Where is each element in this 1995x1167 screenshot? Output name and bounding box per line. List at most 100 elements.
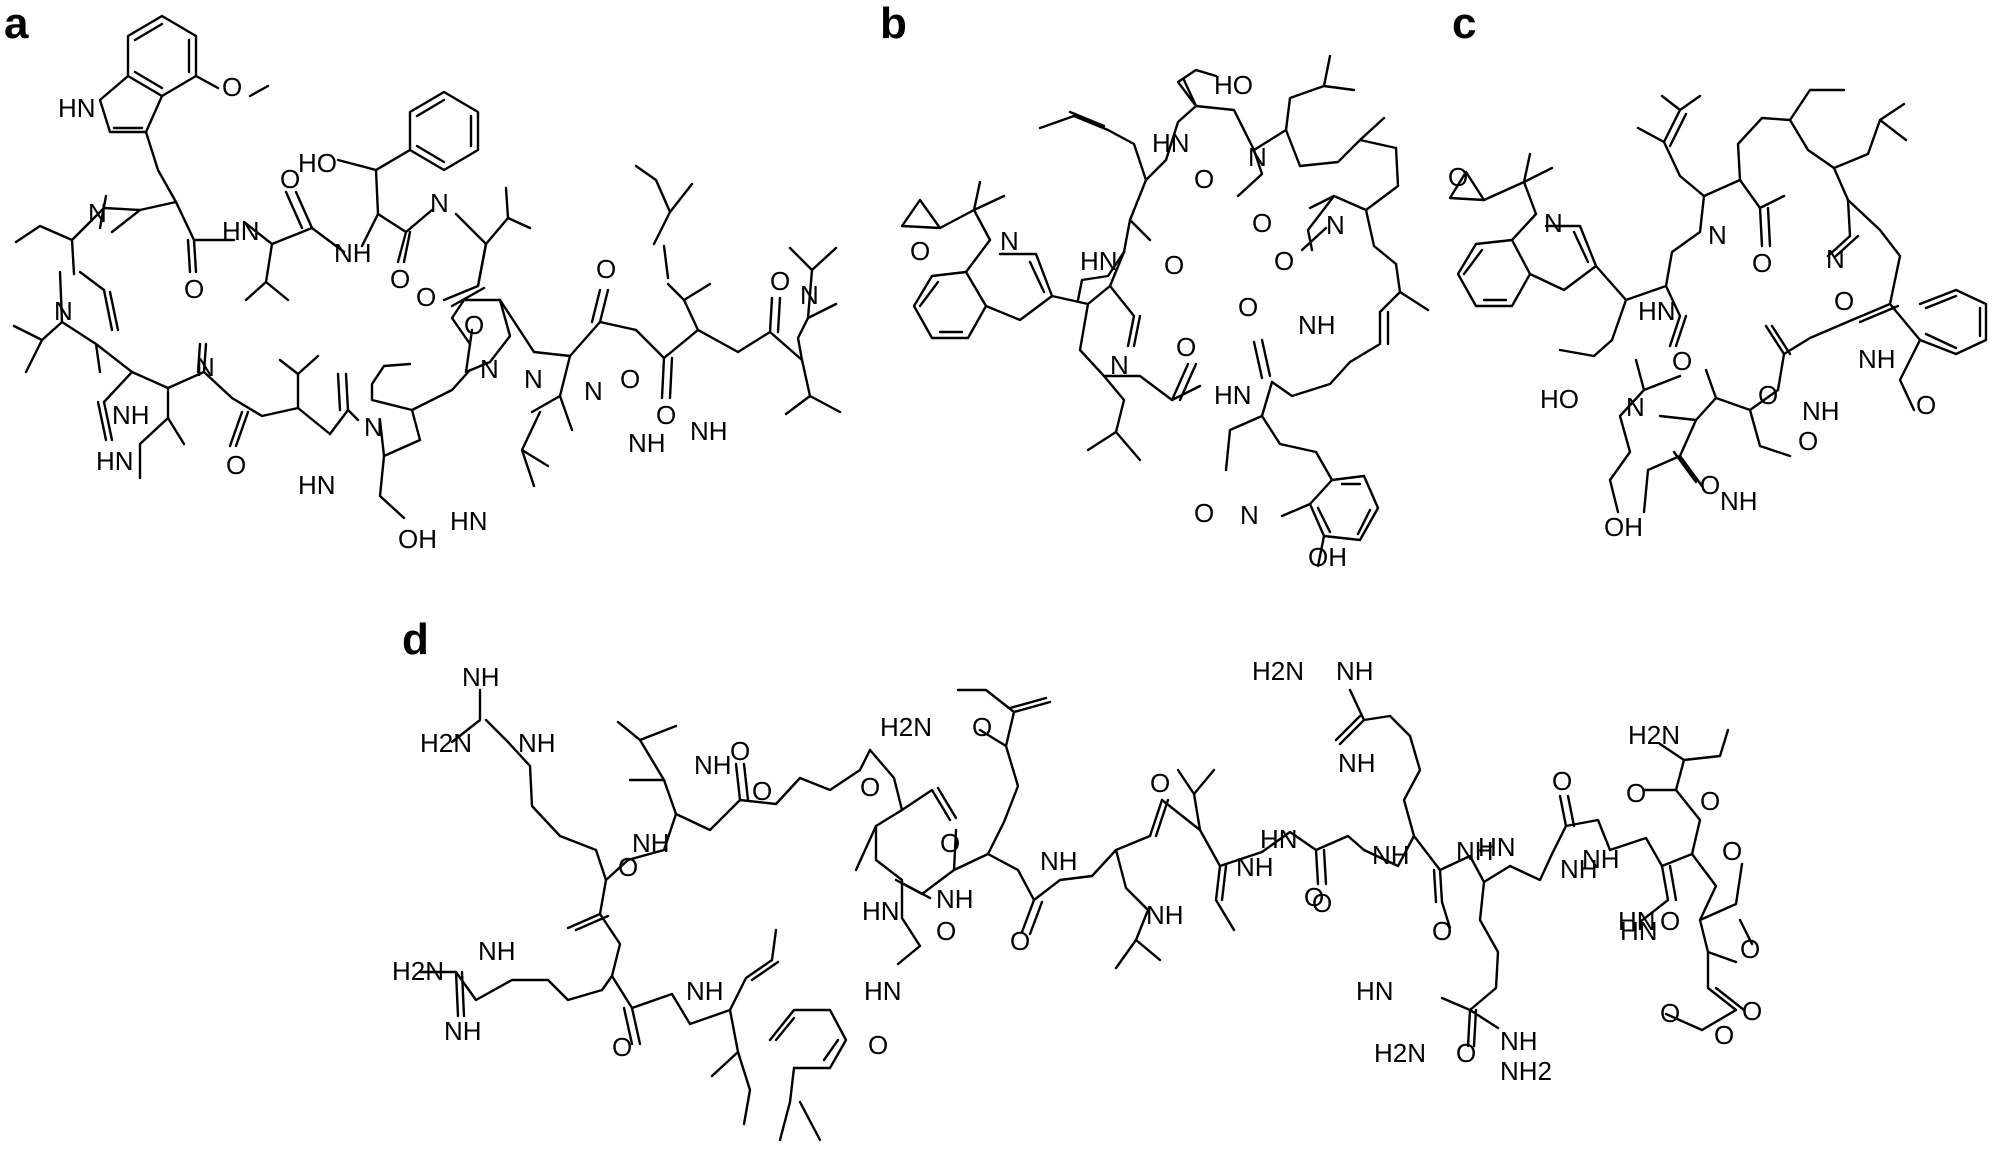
atom-label-d-o20: O <box>1740 934 1760 964</box>
structure-d-bonds <box>418 688 1754 1142</box>
atom-label-d-hn4: HN <box>1478 832 1516 862</box>
atom-label-a-nh11: NH <box>628 428 666 458</box>
panel-letter-b: b <box>880 0 907 48</box>
atom-label-b-o6: O <box>1176 332 1196 362</box>
atom-label-d-o11: O <box>868 1030 888 1060</box>
atom-label-d-hn5: HN <box>1620 916 1658 946</box>
atom-label-a-nh2: NH <box>334 238 372 268</box>
atom-label-a-o1: O <box>184 274 204 304</box>
atom-label-d-nh9: NH <box>1582 844 1620 874</box>
atom-label-b-n-indole: N <box>1000 226 1019 256</box>
atom-label-c-hn1: HN <box>1638 296 1676 326</box>
atom-label-a-o2: O <box>280 164 300 194</box>
atom-label-a-o6: O <box>416 282 436 312</box>
structure-c-bonds <box>1448 88 1988 514</box>
atom-label-c-o1: O <box>1752 248 1772 278</box>
atom-label-b-o5: O <box>1238 292 1258 322</box>
atom-label-d-o13: O <box>1432 916 1452 946</box>
atom-label-a-nh13: NH <box>690 416 728 446</box>
atom-label-a-o10: O <box>770 266 790 296</box>
structure-b-bonds <box>900 54 1430 568</box>
atom-label-a-n-methyl1: N <box>88 198 107 228</box>
atom-label-d-nh5: NH <box>1146 900 1184 930</box>
atom-label-a-o4: O <box>226 450 246 480</box>
atom-label-c-o6: O <box>1758 380 1778 410</box>
atom-label-b-hn2: HN <box>1152 128 1190 158</box>
atom-label-c-o-methoxy: O <box>1916 390 1936 420</box>
atom-label-c-nh3: NH <box>1802 396 1840 426</box>
atom-label-d-hn-arg3: HN <box>1356 976 1394 1006</box>
atom-label-d-o17: O <box>1722 836 1742 866</box>
atom-label-d-o16: O <box>1660 906 1680 936</box>
atom-label-d-h2n-arg2: H2N <box>1252 656 1304 686</box>
atom-label-d-nh-arg3: NH <box>1500 1026 1538 1056</box>
atom-label-d-nh8: NH <box>1372 840 1410 870</box>
atom-label-a-n5: N <box>196 352 215 382</box>
atom-label-b-o1: O <box>1164 250 1184 280</box>
atom-label-a-ho: HO <box>298 148 337 178</box>
atom-label-b-nh: NH <box>1298 310 1336 340</box>
atom-label-d-o3: O <box>860 772 880 802</box>
atom-label-d-nh3: NH <box>936 884 974 914</box>
atom-label-a-n10: N <box>524 364 543 394</box>
atom-label-c-ho: HO <box>1540 384 1579 414</box>
atom-label-b-n4: N <box>1240 500 1259 530</box>
structure-a-atom-labels: HN O N N HN O NH HO O N O NH N HN O HN O… <box>54 72 819 554</box>
structure-a-bonds <box>12 14 842 520</box>
atom-label-b-o3: O <box>1194 164 1214 194</box>
panel-d: d <box>392 615 1762 1142</box>
atom-label-d-h2n-top: H2N <box>420 728 472 758</box>
atom-label-a-hn9: HN <box>450 506 488 536</box>
atom-label-a-hn6: HN <box>298 470 336 500</box>
structure-c-atom-labels: O N N O HN O N O HO N O NH NH O O NH O O… <box>1448 162 1936 542</box>
atom-label-b-hn1: HN <box>1080 246 1118 276</box>
atom-label-d-hn2: HN <box>1260 824 1298 854</box>
atom-label-a-n7: N <box>480 354 499 384</box>
atom-label-a-n12: N <box>584 376 603 406</box>
atom-label-d-o-gln: O <box>972 712 992 742</box>
atom-label-d-nh10: NH <box>1456 836 1494 866</box>
atom-label-a-o8: O <box>596 254 616 284</box>
atom-label-a-n-methyl2: N <box>54 296 73 326</box>
atom-label-c-nh1: NH <box>1720 486 1758 516</box>
atom-label-a-n8: N <box>364 412 383 442</box>
atom-label-c-n1: N <box>1708 220 1727 250</box>
atom-label-c-o5: O <box>1798 426 1818 456</box>
atom-label-a-nh4: NH <box>112 400 150 430</box>
atom-label-a-hn-indole: HN <box>58 93 96 123</box>
atom-label-a-n14: N <box>800 280 819 310</box>
atom-label-d-o6: O <box>1010 926 1030 956</box>
panel-letter-a: a <box>4 0 29 48</box>
structure-b-atom-labels: N O HN O HO N O HN N O O NH O N HN O O N… <box>910 70 1347 572</box>
atom-label-b-o4: O <box>1274 246 1294 276</box>
atom-label-d-o-asn: O <box>1700 786 1720 816</box>
atom-label-d-o19: O <box>1714 1020 1734 1050</box>
atom-label-d-nh2-arg3: NH2 <box>1500 1056 1552 1086</box>
atom-label-d-hn1: HN <box>862 896 900 926</box>
atom-label-a-n3: N <box>430 188 449 218</box>
panel-a: a <box>4 0 842 554</box>
structure-d-atom-labels: NH H2N NH O NH H2N O NH O O O HN O O NH … <box>392 656 1762 1086</box>
atom-label-b-hn3: HN <box>1214 380 1252 410</box>
panel-letter-c: c <box>1452 0 1476 48</box>
atom-label-d-o12: O <box>1312 888 1332 918</box>
atom-label-c-n-indole: N <box>1544 208 1563 238</box>
atom-label-c-n2: N <box>1826 244 1845 274</box>
atom-label-b-o7: O <box>1194 498 1214 528</box>
atom-label-d-nh4: NH <box>1040 846 1078 876</box>
atom-label-a-nh1: HN <box>222 216 260 246</box>
atom-label-d-nh6: NH <box>686 976 724 1006</box>
atom-label-b-n2: N <box>1326 210 1345 240</box>
atom-label-b-oh: OH <box>1308 542 1347 572</box>
panel-b: b <box>880 0 1430 572</box>
atom-label-b-n1: N <box>1248 142 1267 172</box>
atom-label-d-hn3: HN <box>864 976 902 1006</box>
atom-label-b-o-epoxide: O <box>910 236 930 266</box>
atom-label-d-o21: O <box>1660 998 1680 1028</box>
atom-label-d-nh2: NH <box>694 750 732 780</box>
atom-label-c-nh2: NH <box>1858 344 1896 374</box>
atom-label-a-o9: O <box>656 400 676 430</box>
panel-letter-d: d <box>402 615 429 664</box>
atom-label-d-nh-mid: NH <box>478 936 516 966</box>
atom-label-c-o4: O <box>1700 470 1720 500</box>
